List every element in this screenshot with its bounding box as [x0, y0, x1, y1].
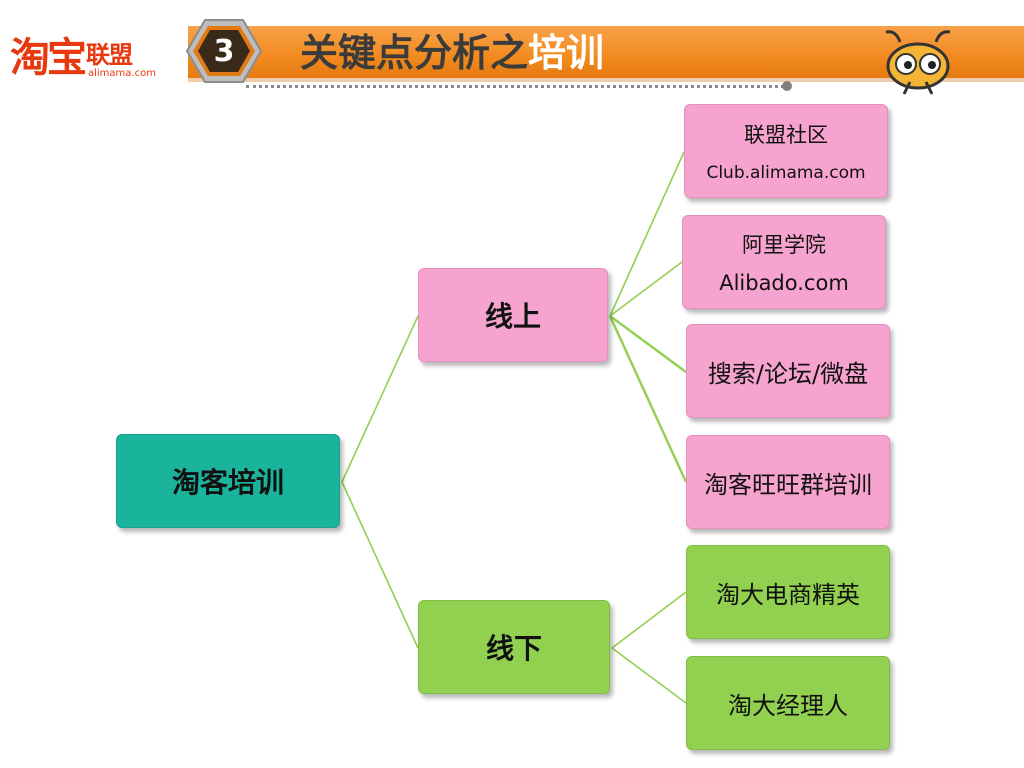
online-child-community: 联盟社区 Club.alimama.com [684, 104, 888, 198]
logo-main-text: 淘宝 [10, 35, 87, 81]
title-light-part: 培训 [528, 31, 605, 75]
connector-root-online [341, 315, 419, 483]
connector-offline-1 [611, 591, 687, 649]
root-node: 淘客培训 [116, 434, 340, 528]
header-band [188, 26, 1024, 78]
online-node: 线上 [418, 268, 608, 362]
academy-label: 阿里学院 [742, 232, 826, 257]
root-node-label: 淘客培训 [171, 466, 284, 499]
academy-url: Alibado.com [719, 271, 849, 296]
dotted-divider [246, 85, 784, 88]
connector-offline-2 [611, 647, 687, 704]
offline-node-label: 线下 [485, 632, 542, 665]
header-band-shadow [188, 78, 1024, 82]
connector-online-2 [609, 261, 683, 317]
divider-end-dot [782, 81, 792, 91]
logo-right: 联盟 alimama.com [86, 42, 156, 80]
page-title: 关键点分析之培训 [300, 28, 604, 78]
manager-label: 淘大经理人 [728, 691, 848, 720]
elite-label: 淘大电商精英 [716, 580, 860, 609]
ant-mascot-icon [885, 30, 951, 95]
online-child-search-forum: 搜索/论坛/微盘 [686, 324, 890, 418]
section-number: 3 [213, 33, 235, 69]
offline-child-elite: 淘大电商精英 [686, 545, 890, 639]
logo-domain-text: alimama.com [88, 68, 156, 79]
community-url: Club.alimama.com [706, 163, 866, 183]
offline-node: 线下 [418, 600, 610, 694]
search-forum-label: 搜索/论坛/微盘 [707, 359, 869, 388]
connector-root-offline [341, 481, 419, 649]
taobao-alliance-logo: 淘宝 联盟 alimama.com [10, 30, 156, 80]
community-label: 联盟社区 [744, 123, 828, 147]
connector-online-3 [609, 315, 687, 373]
connector-online-4 [608, 315, 688, 483]
online-child-academy: 阿里学院 Alibado.com [682, 215, 886, 309]
section-hexagon-icon [186, 19, 262, 83]
logo-sub-text: 联盟 [86, 41, 133, 69]
offline-child-manager: 淘大经理人 [686, 656, 890, 750]
connector-online-1 [609, 151, 685, 317]
online-child-wangwang: 淘客旺旺群培训 [686, 435, 890, 529]
wangwang-label: 淘客旺旺群培训 [704, 470, 872, 499]
online-node-label: 线上 [484, 300, 541, 333]
title-dark-part: 关键点分析之 [300, 31, 529, 75]
